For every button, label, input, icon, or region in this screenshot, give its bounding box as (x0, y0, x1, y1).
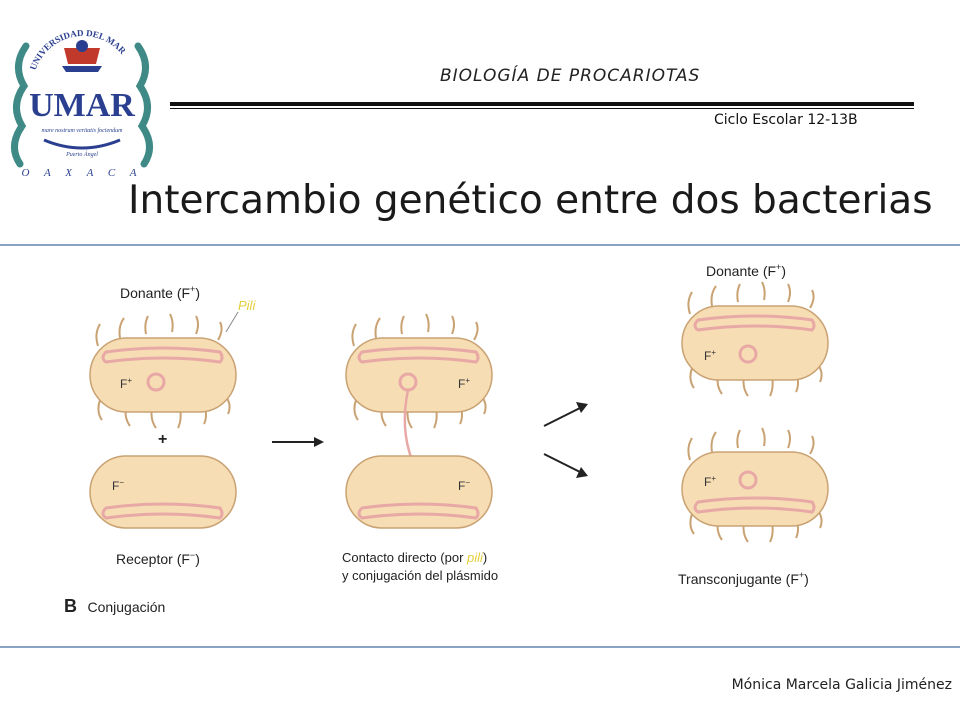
logo-campus: Puerto Ángel (65, 150, 98, 158)
arrow-down-result (543, 453, 588, 478)
donor-plasmid (146, 372, 166, 392)
transconjugant-cell: F+ (681, 427, 829, 543)
donor-chromosome (101, 346, 224, 364)
slide-title: Intercambio genético entre dos bacterias (128, 178, 933, 223)
pili-label: Pili (238, 298, 256, 313)
author-name: Mónica Marcela Galicia Jiménez (731, 677, 952, 693)
arrow-up-result (543, 402, 588, 427)
arrow-to-contact (272, 437, 324, 447)
school-cycle: Ciclo Escolar 12-13B (714, 112, 858, 128)
logo-crest (64, 48, 100, 64)
donor-label: Donante (F+) (120, 284, 200, 301)
transconjugant-label: Transconjugante (F+) (678, 570, 809, 587)
result-donor-cell: F+ (681, 281, 829, 397)
pili-pointer (225, 311, 239, 333)
contact-receptor-cell: F− (345, 455, 493, 529)
donor-cell: F+ (89, 313, 237, 429)
logo-left-waves (11, 42, 30, 168)
result-donor-label: Donante (F+) (706, 262, 786, 279)
svg-text:F+: F+ (120, 376, 132, 391)
plus-sign: + (158, 431, 167, 448)
course-name: BIOLOGÍA DE PROCARIOTAS (440, 66, 701, 86)
receptor-label: Receptor (F−) (116, 550, 200, 567)
top-divider (0, 244, 960, 246)
conjugation-figure: Donante (F+) Pili F+ + F− Receptor (F−) … (64, 262, 829, 616)
bottom-divider (0, 646, 960, 648)
receptor-cell: F− (89, 455, 237, 529)
panel-caption: B Conjugación (64, 596, 165, 616)
svg-text:F+: F+ (458, 376, 470, 391)
logo-motto: mare nostrum veritatis fociendum (42, 127, 124, 134)
university-logo: UNIVERSIDAD DEL MAR UMAR mare nostrum ve… (11, 28, 153, 179)
header-rule-thin (170, 108, 914, 109)
svg-text:F+: F+ (704, 348, 716, 363)
logo-monogram: UMAR (29, 87, 135, 124)
svg-text:F−: F− (112, 478, 124, 493)
header-rule (170, 102, 914, 106)
contact-caption: Contacto directo (por pili) y conjugació… (342, 550, 498, 583)
svg-text:F+: F+ (704, 474, 716, 489)
logo-right-waves (134, 42, 153, 168)
receptor-chromosome (101, 502, 224, 520)
svg-text:F−: F− (458, 478, 470, 493)
contact-donor-cell: F+ (345, 313, 493, 429)
logo-state-letters: O A X A C A (22, 167, 143, 179)
